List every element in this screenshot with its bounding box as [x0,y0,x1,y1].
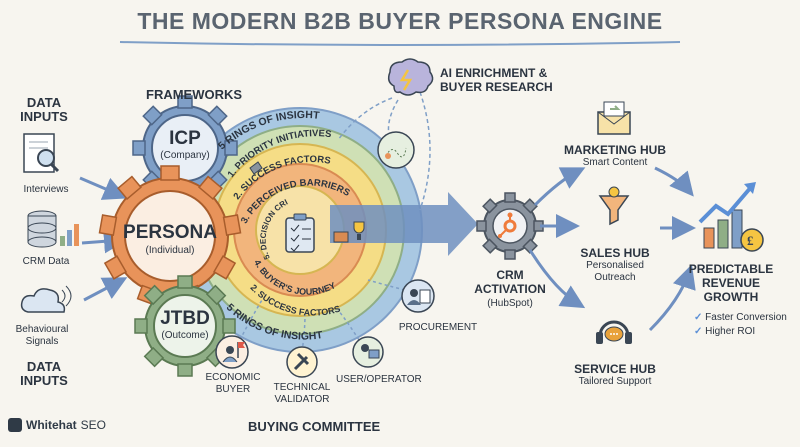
input-label-crm-data: CRM Data [22,256,70,267]
committee-user-operator: USER/OPERATOR [336,374,422,385]
rings-of-insight [177,107,423,353]
persona-sublabel: (Individual) [145,245,195,256]
hubspot-icon [498,212,517,238]
ai-enrichment-label: AI ENRICHMENT & BUYER RESEARCH [440,66,553,94]
check-icon: ✓ [694,326,703,337]
persona-label: PERSONA [123,222,217,243]
brand-suffix: SEO [80,418,107,432]
cloud-signals-icon [20,285,72,313]
procurement-icon [401,279,435,313]
committee-connectors [239,279,406,353]
jtbd-label: JTBD [160,308,210,329]
crm-database-icon [27,210,79,248]
input-label-interviews: Interviews [23,184,69,195]
crm-hub-arrows [528,167,586,309]
brand-name: Whitehat [26,418,77,432]
buying-committee-heading: BUYING COMMITTEE [248,419,381,434]
page-title: THE MODERN B2B BUYER PERSONA ENGINE [137,8,663,34]
svg-text:£: £ [747,233,754,248]
icp-label: ICP [169,128,201,149]
crm-activation-sublabel: (HubSpot) [487,298,533,309]
check-icon: ✓ [694,312,703,323]
outcome-check-faster-conversion: ✓ Faster Conversion [694,312,787,324]
committee-procurement: PROCUREMENT [398,322,478,333]
service-headset-icon [596,320,632,344]
data-inputs-heading-bottom: DATA INPUTS [20,359,68,388]
service-hub-sublabel: Tailored Support [578,376,652,387]
ring-icons [249,161,365,243]
outcome-check-1-text: Faster Conversion [705,312,787,323]
outcome-check-higher-roi: ✓ Higher ROI [694,326,755,338]
sales-hub-sublabel: Personalised Outreach [586,260,644,283]
technical-validator-icon [286,346,318,378]
service-hub-label: SERVICE HUB [574,362,656,376]
brand-logo: Whitehat SEO [8,418,106,432]
frameworks-heading: FRAMEWORKS [146,87,243,102]
journey-map-icon [377,131,415,169]
interviews-icon [23,133,60,173]
growth-chart-icon: £ [698,182,764,252]
data-inputs-heading-top: DATA INPUTS [20,95,68,124]
jtbd-sublabel: (Outcome) [161,330,209,341]
icp-sublabel: (Company) [160,150,210,161]
outcome-label: PREDICTABLE REVENUE GROWTH [688,262,774,304]
user-operator-icon [352,336,384,368]
hub-outcome-arrows [648,166,696,332]
marketing-hub-sublabel: Smart Content [582,157,648,168]
sales-hub-label: SALES HUB [580,246,650,260]
input-label-behavioural-signals: Behavioural Signals [15,324,69,347]
sales-funnel-icon [598,186,630,226]
committee-technical-validator: TECHNICAL VALIDATOR [273,382,331,405]
brand-mark-icon [8,418,22,432]
brain-icon [387,58,434,96]
marketing-hub-label: MARKETING HUB [564,143,666,157]
marketing-email-icon [597,101,631,135]
crm-activation-label: CRM ACTIVATION [474,268,546,296]
economic-buyer-icon [215,335,249,369]
outcome-check-2-text: Higher ROI [705,326,756,337]
gear-shapes [98,95,544,377]
title-underline [119,41,681,46]
committee-economic-buyer: ECONOMIC BUYER [205,372,261,395]
main-arrow [330,192,478,256]
